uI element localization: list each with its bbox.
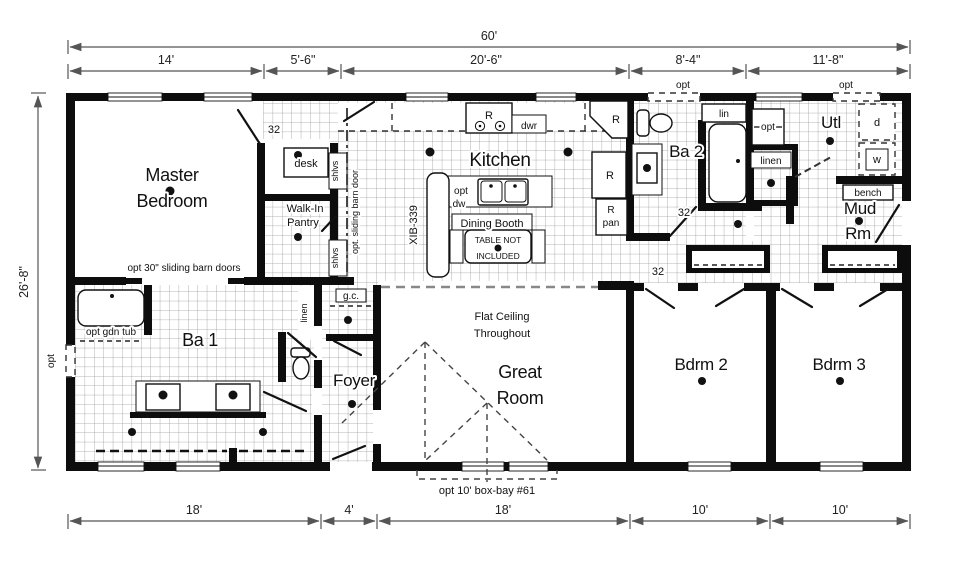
fixtures <box>77 100 896 413</box>
fixture-linen-ba1-label: linen <box>299 303 309 322</box>
shelves <box>328 152 348 190</box>
room-label-great-1: Great <box>498 362 542 382</box>
barn-door-opening <box>126 277 244 285</box>
dim-bottom-1: 4' <box>344 503 353 517</box>
note-box-bay: opt 10' box-bay #61 <box>439 485 535 497</box>
door-swings <box>236 100 901 461</box>
dim-bottom-3: 10' <box>692 503 708 517</box>
dim-bottom-2: 18' <box>495 503 511 517</box>
range <box>465 102 513 134</box>
booth-bench <box>531 229 546 264</box>
fixture-bench-label: bench <box>854 188 881 199</box>
dim-overall-height: 26'-8" <box>17 266 31 298</box>
windows-openings <box>65 92 911 472</box>
gc-label-box <box>335 288 367 303</box>
room-label-mud-1: Mud <box>844 199 876 218</box>
front-door-opening <box>330 462 372 471</box>
garden-tub <box>77 289 145 327</box>
fixture-drawer-label: dwr <box>521 121 538 132</box>
box-bay-option-lines <box>340 341 558 482</box>
room-label-bdrm3: Bdrm 3 <box>813 355 866 374</box>
dim-top-4: 11'-8" <box>813 53 844 67</box>
carpet-rooms <box>75 101 903 462</box>
fixture-desk-label: desk <box>294 158 318 170</box>
desk <box>283 147 329 178</box>
room-label-bdrm2: Bdrm 2 <box>675 355 728 374</box>
toilet-bowl <box>649 113 673 133</box>
note-table-1: TABLE NOT <box>475 235 522 245</box>
opt-marker-left: opt <box>46 354 57 368</box>
door-width-32: 32 <box>268 124 280 136</box>
door-width-32: 32 <box>652 266 664 278</box>
fixture-rpan-label-1: R <box>607 205 614 216</box>
fixture-shlvs-label: shlvs <box>330 247 340 268</box>
note-barn-doors: opt 30" sliding barn doors <box>127 263 240 274</box>
room-label-great-2: Room <box>497 388 544 408</box>
fixture-range-label: R <box>485 110 493 122</box>
opt-marker-top-2: opt <box>839 80 853 91</box>
refrigerator <box>591 151 627 199</box>
dim-top-2: 20'-6" <box>470 53 502 67</box>
fixture-rpan-label-2: pan <box>603 218 620 229</box>
room-label-master-2: Bedroom <box>137 191 208 211</box>
dimension-lines: 60' 14' 5'-6" 20'-6" 8'-4" 11'-8" opt op… <box>17 29 911 529</box>
fixture-opt-cabinet-label: opt <box>761 122 775 133</box>
toilet-tank <box>636 109 650 137</box>
dim-top-3: 8'-4" <box>676 53 701 67</box>
room-label-master-1: Master <box>145 165 199 185</box>
pantry-cabinet <box>595 198 628 236</box>
note-gdn-tub: opt gdn tub <box>86 327 136 338</box>
fixture-shlvs-label: shlvs <box>330 160 340 181</box>
note-flat-ceiling-1: Flat Ceiling <box>474 311 529 323</box>
note-table-2: INCLUDED <box>476 251 519 261</box>
fixture-fridge-label: R <box>606 170 614 182</box>
opt-marker-top-1: opt <box>676 80 690 91</box>
note-flat-ceiling-2: Throughout <box>474 328 530 340</box>
note-island-model: XIB-339 <box>408 205 420 245</box>
room-label-pantry-2: Pantry <box>287 217 319 229</box>
note-barn-door-pantry: opt. sliding barn door <box>350 170 360 254</box>
dashed-annotations <box>96 108 895 482</box>
fixture-gc-label: g.c. <box>343 291 359 302</box>
room-label-mud-2: Rm <box>845 224 871 243</box>
room-label-pantry-1: Walk-In <box>287 203 324 215</box>
optional-door-line <box>794 156 832 178</box>
dim-top-0: 14' <box>158 53 174 67</box>
window <box>97 92 864 472</box>
kitchen-island <box>426 172 450 278</box>
dim-top-1: 5'-6" <box>291 53 316 67</box>
room-label-utl: Utl <box>821 113 841 132</box>
toilet-bowl <box>292 356 310 380</box>
room-label-ba2: Ba 2 <box>669 142 703 161</box>
dryer <box>858 103 896 141</box>
room-label-ba1: Ba 1 <box>182 330 218 350</box>
room-label-foyer: Foyer <box>333 371 376 390</box>
fixture-linen-label: linen <box>760 156 781 167</box>
dim-overall-width: 60' <box>481 29 497 43</box>
fixture-corner-label: R <box>612 114 620 126</box>
linen-cabinet <box>701 103 747 123</box>
fixture-washer-label: w <box>872 154 881 166</box>
corner-cabinet <box>589 100 629 139</box>
fixture-dryer-label: d <box>874 117 880 129</box>
labels: Master Bedroom Walk-In Pantry Kitchen Ba… <box>84 107 882 499</box>
booth-bench <box>449 229 464 264</box>
note-opt-dw-2: dw <box>453 199 467 210</box>
door-width-32: 32 <box>678 207 690 219</box>
light-fixture-dots <box>128 137 863 436</box>
note-opt-dw-1: opt <box>454 186 468 197</box>
dim-bottom-0: 18' <box>186 503 202 517</box>
bench <box>842 184 894 201</box>
fixture-lin-label: lin <box>719 109 729 120</box>
room-label-kitchen: Kitchen <box>469 150 530 171</box>
mud-door-opening <box>902 201 911 245</box>
optional-window <box>65 92 881 378</box>
dim-bottom-4: 10' <box>832 503 848 517</box>
linen-label-box <box>750 151 792 169</box>
ba2-tub <box>708 123 747 203</box>
note-dining-booth: Dining Booth <box>461 218 524 230</box>
drawer-unit <box>511 114 547 134</box>
